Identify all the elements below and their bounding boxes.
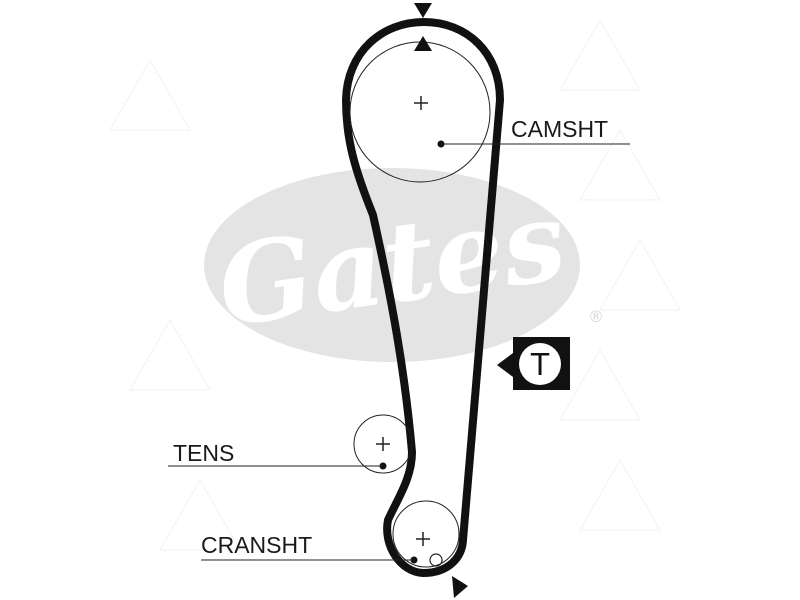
crankshaft-key-circle <box>429 553 443 567</box>
tension-marker-letter: T <box>530 348 550 383</box>
tensioner-callout: TENS <box>168 440 383 467</box>
tensioner-pulley <box>353 414 413 474</box>
tension-pointer-arrow-icon <box>497 353 513 377</box>
tensioner-pulley-outline <box>353 414 413 474</box>
crankshaft-center-cross <box>416 532 430 546</box>
crankshaft-label: CRANSHT <box>201 532 312 558</box>
crankshaft-pulley <box>392 500 468 598</box>
timing-belt <box>342 18 504 577</box>
camshaft-callout: CAMSHT <box>441 116 630 145</box>
crankshaft-timing-arrow-icon <box>452 576 468 598</box>
watermark-pattern <box>109 18 681 551</box>
tensioner-center-cross <box>376 437 390 451</box>
camshaft-label: CAMSHT <box>511 116 608 142</box>
crankshaft-callout: CRANSHT <box>201 532 414 561</box>
top-timing-arrow-up-icon <box>414 36 432 51</box>
tension-marker: T <box>497 337 570 390</box>
camshaft-timing-marks <box>414 3 432 51</box>
tensioner-label: TENS <box>173 440 234 466</box>
camshaft-pulley-outline <box>349 41 491 183</box>
logo-registered-mark: ® <box>588 307 604 326</box>
tension-marker-circle <box>519 343 561 385</box>
gates-logo-watermark: Gates ® <box>204 168 604 362</box>
crankshaft-pulley-outline <box>392 500 460 568</box>
camshaft-center-cross <box>414 96 428 110</box>
camshaft-pulley <box>349 41 491 183</box>
top-timing-arrow-down-icon <box>414 3 432 18</box>
